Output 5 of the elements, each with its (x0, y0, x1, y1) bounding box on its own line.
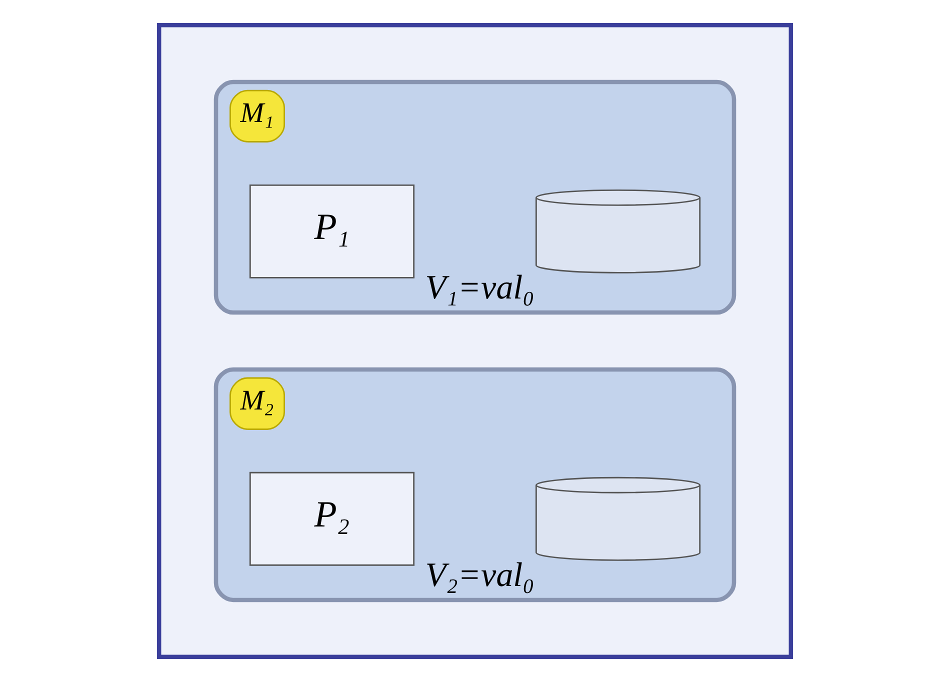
node-box: P₂ (249, 472, 415, 566)
node-label: V₂=val₀ (425, 557, 535, 594)
node-label: V₁=val₀ (425, 270, 535, 307)
cluster (156, 22, 794, 660)
node-box: P₁ (249, 184, 415, 278)
